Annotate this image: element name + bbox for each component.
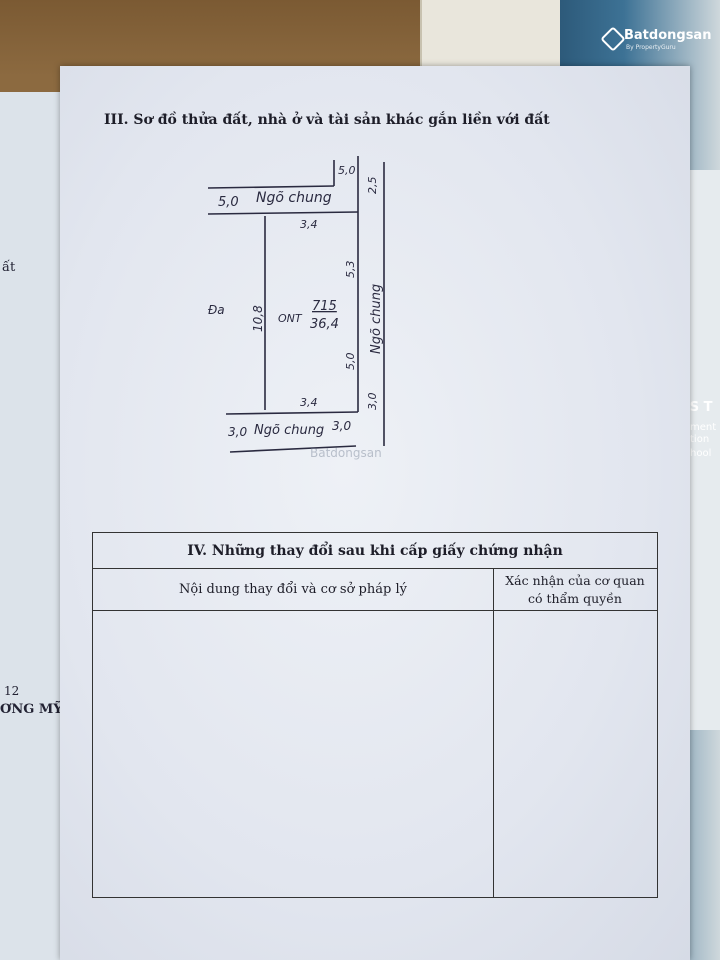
label-land-code: ONT — [278, 312, 303, 325]
label-bottom-edge: 3,4 — [300, 396, 318, 409]
label-right-edge-upper: 5,3 — [344, 261, 357, 279]
table-column-divider — [493, 569, 494, 897]
parcel-bottom-edge — [225, 411, 359, 415]
certificate-page: III. Sơ đồ thửa đất, nhà ở và tài sản kh… — [60, 66, 690, 960]
column-header-confirmation-line2: có thẩm quyền — [528, 591, 622, 606]
column-header-confirmation: Xác nhận của cơ quan có thẩm quyền — [493, 569, 657, 611]
label-right-top: 2,5 — [366, 177, 379, 195]
left-page-text-3: ƠNG MỸ — [0, 702, 63, 717]
logo-icon — [600, 26, 626, 52]
book-right-panel — [690, 170, 720, 730]
label-left-edge: 10,8 — [251, 305, 265, 332]
label-right-edge-lower: 5,0 — [344, 353, 357, 371]
label-left-neighbor: Đa — [208, 303, 225, 317]
top-alley-line — [207, 185, 335, 189]
center-watermark: Batdongsan — [310, 446, 382, 460]
label-top-edge: 3,4 — [300, 218, 318, 231]
watermark-logo: Batdongsan By PropertyGuru — [600, 26, 712, 56]
land-parcel-sketch: 5,0 Ngõ chung 5,0 2,5 3,4 10,8 Đa ONT 71… — [207, 156, 385, 453]
label-right-bottom: 3,0 — [366, 393, 379, 411]
label-bottom-alley-right: 3,0 — [332, 419, 351, 433]
label-area: 36,4 — [310, 317, 339, 332]
section3-title: III. Sơ đồ thửa đất, nhà ở và tài sản kh… — [104, 112, 550, 128]
parcel-top-edge — [207, 211, 359, 215]
logo-brand: Batdongsan — [624, 28, 712, 43]
left-page-text-2: 12 — [4, 684, 20, 698]
label-top-alley-name: Ngõ chung — [256, 190, 332, 206]
label-top-alley-left: 5,0 — [218, 195, 239, 210]
label-bottom-alley-left: 3,0 — [228, 425, 247, 439]
column-header-confirmation-line1: Xác nhận của cơ quan — [505, 573, 645, 588]
column-header-content: Nội dung thay đổi và cơ sở pháp lý — [179, 582, 407, 597]
label-bottom-alley-name: Ngõ chung — [254, 423, 324, 438]
logo-tagline: By PropertyGuru — [626, 44, 676, 51]
book-right-text-4: hool — [690, 448, 712, 459]
label-parcel-no: 715 — [312, 299, 337, 314]
book-top — [420, 0, 562, 70]
book-right-text-2: ment — [690, 422, 717, 433]
book-right-text-3: tion — [690, 434, 710, 445]
changes-table: IV. Những thay đổi sau khi cấp giấy chứn… — [92, 532, 658, 898]
label-top-corner: 5,0 — [338, 164, 356, 177]
label-right-alley-name: Ngõ chung — [369, 284, 384, 354]
left-page-text-1: ất — [2, 260, 16, 275]
changes-table-header: Nội dung thay đổi và cơ sở pháp lý Xác n… — [93, 569, 657, 611]
bottom-alley-line — [229, 445, 357, 453]
section4-title: IV. Những thay đổi sau khi cấp giấy chứn… — [93, 533, 657, 569]
